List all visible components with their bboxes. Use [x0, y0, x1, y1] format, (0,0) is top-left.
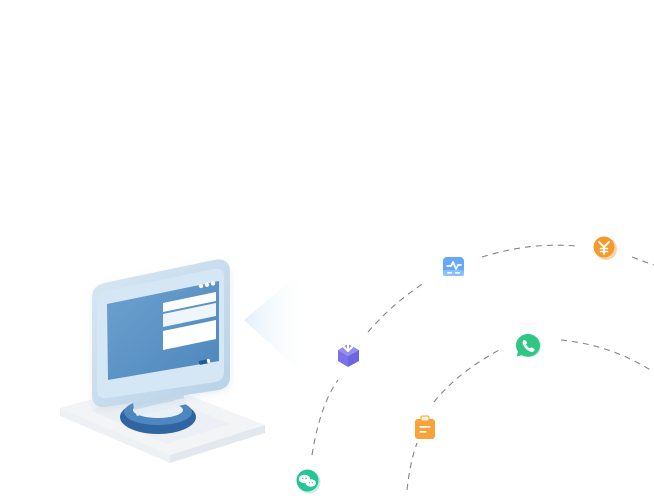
dashed-arc-left-upper: [367, 282, 425, 333]
screen-window-bottom: [163, 320, 216, 350]
screen-dot-1: [198, 283, 204, 289]
dashed-arc-top-right: [631, 256, 654, 266]
screen-window-middle: [163, 303, 216, 327]
clipboard-icon: [415, 415, 435, 439]
dashed-arc-inner-upper: [433, 348, 502, 403]
upload-box-icon: [338, 338, 359, 367]
whatsapp-icon: [516, 334, 541, 357]
network-dashed-lines: [311, 244, 654, 491]
dashed-arc-top: [481, 244, 577, 258]
computer-monitor: [92, 259, 230, 408]
monitor-card-icon: [443, 257, 464, 276]
monitor-light: [206, 358, 211, 363]
dashed-arc-inner-lower: [406, 442, 418, 491]
yen-coin-icon: [593, 236, 617, 260]
monitor-button: [198, 359, 210, 365]
wechat-icon: [296, 469, 321, 494]
dashed-arc-left-lower: [311, 379, 339, 456]
screen-window-top: [163, 292, 216, 312]
screen-dot-2: [204, 282, 210, 287]
screen-dot-3: [210, 281, 216, 286]
dashed-arc-right-inner: [560, 339, 653, 372]
screen-light-beam: [244, 266, 308, 378]
